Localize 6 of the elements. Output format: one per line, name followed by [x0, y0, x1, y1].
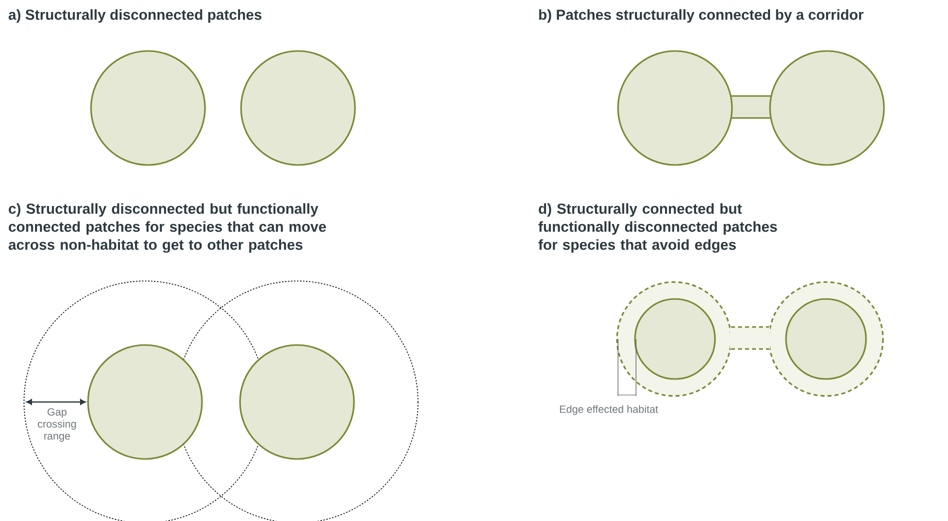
- dimension-label: Gap crossing range: [38, 408, 76, 442]
- dimension-label: Edge effected habitat: [560, 405, 658, 415]
- heading: a) Structurally disconnected patches: [8, 9, 262, 23]
- heading: b) Patches structurally connected by a corridor: [539, 9, 864, 23]
- heading: c) Structurally disconnected but functionally connected patches for species that can move across non-habitat to get to other patches: [8, 203, 326, 253]
- heading: d) Structurally connected but functionally disconnected patches for species that avoid edges: [538, 203, 777, 253]
